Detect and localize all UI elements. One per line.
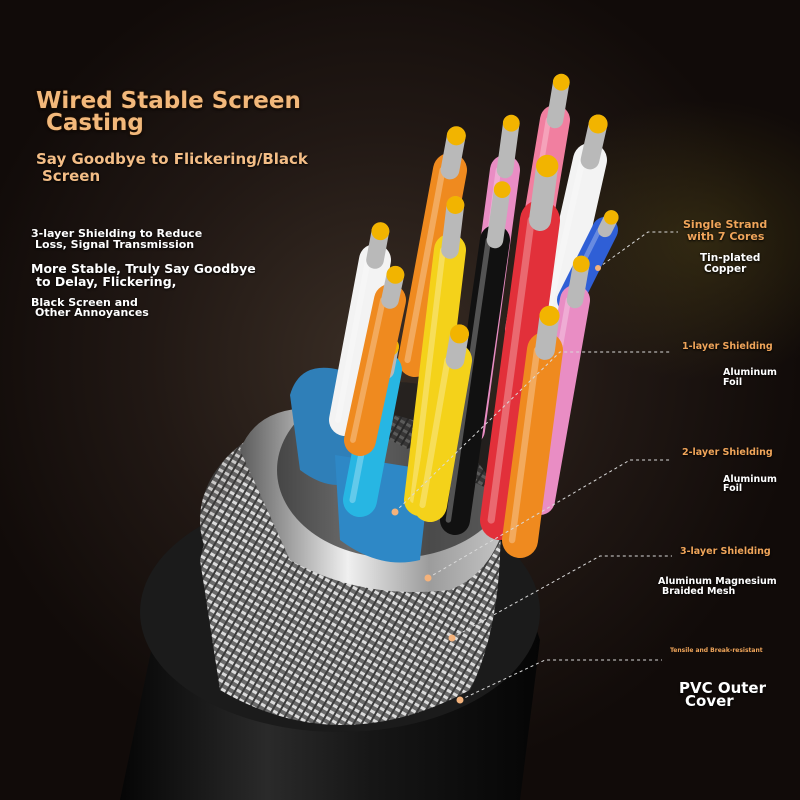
- headline-line-2: Casting: [46, 110, 144, 136]
- callout-dot-outer: [456, 696, 464, 704]
- feature-2-line-2: to Delay, Flickering,: [36, 274, 177, 289]
- feature-3-line-1: Black Screen and: [31, 296, 138, 309]
- layer1-material-line-2: Foil: [723, 377, 743, 388]
- callout-line-layer1: [394, 351, 672, 513]
- callout-dot-layer2: [424, 574, 432, 582]
- layer2-title: 2-layer Shielding: [682, 447, 773, 458]
- outer-cover-label-line-2: Cover: [685, 692, 734, 710]
- layer1-material-line-1: Aluminum: [723, 367, 777, 378]
- strand-material-line-2: Copper: [704, 263, 747, 275]
- callout-dot-strand: [595, 265, 601, 271]
- callout-line-layer3: [451, 555, 672, 639]
- strand-material-line-1: Tin-plated: [700, 252, 761, 264]
- layer2-material-line-1: Aluminum: [723, 474, 777, 485]
- outer-cover-note: Tensile and Break-resistant: [670, 647, 763, 654]
- callout-dot-layer1: [391, 508, 399, 516]
- callout-line-strand: [597, 231, 678, 269]
- layer3-material-line-1: Aluminum Magnesium: [658, 576, 777, 587]
- callout-dot-layer3: [448, 634, 456, 642]
- layer1-title: 1-layer Shielding: [682, 341, 773, 352]
- layer2-material-line-2: Foil: [723, 483, 743, 494]
- wire-11: [502, 305, 563, 558]
- wire-13: [344, 265, 406, 456]
- feature-1-line-2: Loss, Signal Transmission: [35, 238, 195, 251]
- strand-label-line-2: with 7 Cores: [687, 230, 765, 243]
- callout-line-outer: [459, 659, 662, 701]
- wire-bundle: [329, 73, 619, 558]
- callout-dots: [391, 265, 601, 704]
- feature-1-line-1: 3-layer Shielding to Reduce: [31, 227, 203, 240]
- subhead-line-1: Say Goodbye to Flickering/Black: [36, 150, 308, 168]
- feature-2-line-1: More Stable, Truly Say Goodbye: [31, 261, 256, 276]
- subhead-line-2: Screen: [42, 167, 101, 185]
- feature-3-line-2: Other Annoyances: [35, 306, 149, 319]
- strand-label-line-1: Single Strand: [683, 218, 768, 231]
- callout-lines: [394, 231, 678, 701]
- headline-line-1: Wired Stable Screen: [36, 88, 301, 114]
- wire-5: [480, 154, 560, 540]
- layer3-title: 3-layer Shielding: [680, 546, 771, 557]
- wire-12: [329, 222, 391, 436]
- outer-cover-label-line-1: PVC Outer: [679, 679, 767, 697]
- layer3-material-line-2: Braided Mesh: [662, 586, 736, 597]
- wire-9: [413, 324, 472, 522]
